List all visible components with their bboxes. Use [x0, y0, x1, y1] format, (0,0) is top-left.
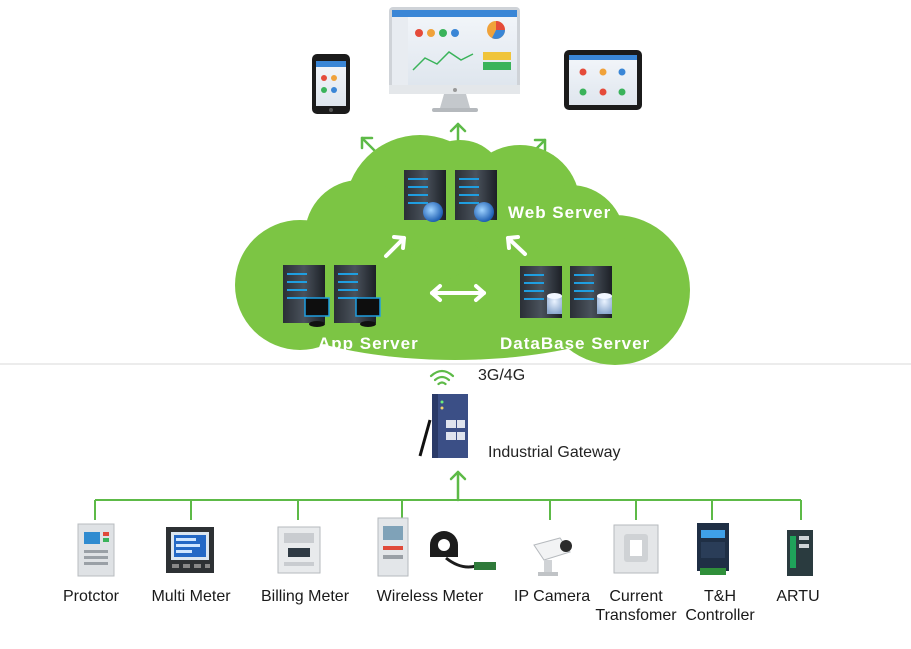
link-label: 3G/4G — [478, 367, 526, 384]
database-server-icon — [520, 266, 612, 318]
artu-icon — [787, 530, 813, 576]
ip-camera-label: IP Camera — [513, 588, 591, 605]
th-controller-icon — [697, 523, 729, 575]
artu-label: ARTU — [776, 588, 820, 605]
wifi-icon — [429, 369, 455, 386]
phone-icon — [312, 54, 350, 114]
billing-meter-icon — [277, 526, 321, 574]
wireless-meter-icon — [377, 517, 496, 577]
multi-meter-icon — [166, 527, 214, 573]
current-transformer-label-line1: Current — [609, 588, 663, 605]
wireless-meter-label: Wireless Meter — [376, 588, 484, 605]
cloud-shape — [235, 135, 690, 365]
gateway-icon — [418, 394, 468, 458]
th-controller-label-line2: Controller — [685, 607, 755, 624]
web-server-label: Web Server — [508, 203, 612, 222]
multi-meter-label: Multi Meter — [151, 588, 231, 605]
ip-camera-icon — [533, 537, 572, 576]
app-server-label: App Server — [318, 334, 419, 353]
database-server-label: DataBase Server — [500, 334, 651, 353]
device-bus — [94, 499, 802, 520]
th-controller-label: T&H Controller — [680, 587, 760, 625]
gateway-label: Industrial Gateway — [488, 444, 621, 461]
billing-meter-label: Billing Meter — [260, 588, 350, 605]
tablet-icon — [564, 50, 642, 110]
monitor-icon — [389, 7, 520, 112]
cloud-arrows — [384, 235, 527, 302]
web-server-icon — [404, 170, 497, 222]
current-transformer-icon — [613, 524, 659, 574]
th-controller-label-line1: T&H — [704, 588, 736, 605]
protector-label: Protctor — [62, 588, 119, 605]
protector-icon — [77, 523, 115, 577]
gateway-uplink-arrow — [449, 470, 467, 502]
app-server-icon — [283, 265, 381, 327]
current-transformer-label-line2: Transfomer — [595, 607, 677, 624]
current-transformer-label: Current Transfomer — [588, 587, 684, 625]
